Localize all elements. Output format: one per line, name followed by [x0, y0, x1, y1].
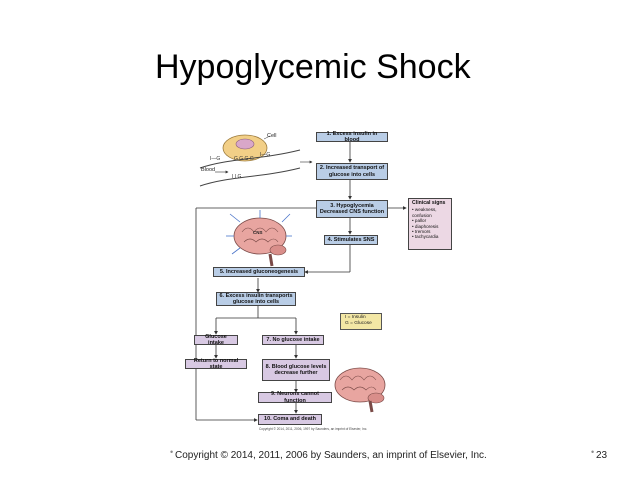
svg-text:I—G: I—G [210, 156, 220, 162]
step-9-box: 9. Neurons cannot function [258, 391, 332, 404]
cell-label: Cell [267, 133, 277, 139]
clinical-signs-heading: Clinical signs [412, 200, 446, 206]
blood-label: Blood [201, 167, 216, 173]
clinical-sign-item: • tachycardia [412, 234, 439, 240]
legend-box: I = Insulin G = Glucose [340, 313, 382, 330]
clinical-sign-item: • pallor [412, 218, 427, 224]
step-1-box: 1. Excess insulin in blood [316, 131, 388, 143]
cns-label: CNS [253, 230, 263, 235]
page-number: 23 [596, 450, 608, 461]
brain-illustration [226, 210, 292, 267]
svg-text:I—G: I—G [260, 152, 270, 158]
return-normal-box: Return to normal state [185, 358, 247, 370]
clinical-sign-item: • weakness, confusion [412, 207, 437, 218]
step-7-box: 7. No glucose intake [262, 335, 324, 345]
step-6-box: 6. Excess insulin transports glucose int… [216, 292, 296, 306]
svg-text:I I G: I I G [232, 174, 242, 180]
step-2-box: 2. Increased transport of glucose into c… [316, 163, 388, 180]
copyright-footer: Copyright © 2014, 2011, 2006 by Saunders… [175, 450, 487, 461]
clinical-sign-item: • diaphoresis [412, 223, 439, 229]
glucose-intake-box: Glucose intake [194, 334, 238, 346]
clinical-sign-item: • tremors [412, 229, 431, 235]
step-3-box: 3. Hypoglycemia Decreased CNS function [316, 200, 388, 218]
step-4-box: 4. Stimulates SNS [324, 235, 378, 245]
legend-glucose: G = Glucose [345, 321, 372, 327]
brain-illustration-bottom [334, 367, 386, 413]
step-8-box: 8. Blood glucose levels decrease further [262, 359, 330, 381]
step-5-box: 5. Increased gluconeogenesis [213, 267, 305, 277]
step-10-box: 10. Coma and death [258, 414, 322, 425]
image-credit: Copyright © 2014, 2011, 2006, 1997 by Sa… [259, 427, 368, 431]
footer-bullet: • [170, 447, 174, 457]
page-bullet: • [591, 447, 595, 457]
slide-title: Hypoglycemic Shock [155, 48, 471, 86]
blood-vessel-illustration: I—G I—G I I G [199, 149, 313, 187]
clinical-signs-box: Clinical signs • weakness, confusion • p… [408, 198, 452, 250]
legend-insulin: I = Insulin [345, 315, 366, 320]
